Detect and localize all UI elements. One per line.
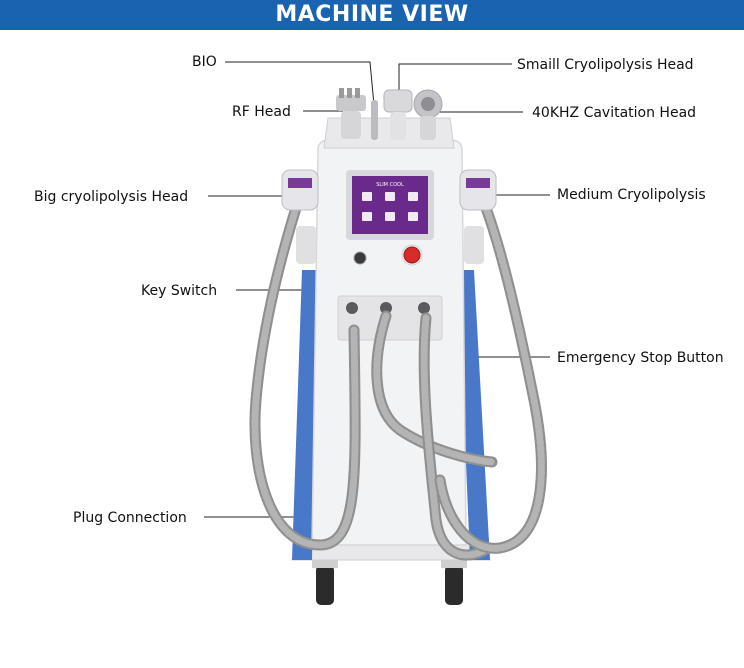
rf-head xyxy=(336,88,366,139)
cavitation-head xyxy=(413,89,443,140)
screen-icons xyxy=(362,192,418,221)
wheels xyxy=(312,560,467,605)
bio-head xyxy=(371,100,378,140)
label-bio: BIO xyxy=(192,54,217,70)
applicator-icon[interactable] xyxy=(385,192,395,201)
applicator-icon[interactable] xyxy=(362,212,372,221)
label-big-cryolipolysis-head: Big cryolipolysis Head xyxy=(34,189,189,205)
plug-socket[interactable] xyxy=(418,302,430,314)
applicator-icon[interactable] xyxy=(362,192,372,201)
label-plug-connection: Plug Connection xyxy=(73,510,187,526)
cable-center-texture xyxy=(420,314,492,559)
emergency-stop-button[interactable] xyxy=(403,246,421,264)
applicator-icon[interactable] xyxy=(408,212,418,221)
header-banner xyxy=(0,0,744,30)
medium-cryo-handpiece xyxy=(459,169,497,211)
big-cryo-handpiece xyxy=(281,169,319,211)
right-holder xyxy=(464,226,484,264)
label-medium-cryolipolysis: Medium Cryolipolysis xyxy=(557,187,706,203)
applicator-icon[interactable] xyxy=(385,212,395,221)
cable-right-texture xyxy=(436,204,545,552)
touch-screen[interactable] xyxy=(352,176,428,234)
label-cavitation-head: 40KHZ Cavitation Head xyxy=(532,105,697,121)
left-holder xyxy=(296,226,316,264)
label-rf-head: RF Head xyxy=(232,104,291,120)
applicator-icon[interactable] xyxy=(408,192,418,201)
right-blue-panel xyxy=(458,270,490,560)
cable-left-texture xyxy=(251,204,359,549)
plug-socket[interactable] xyxy=(380,302,392,314)
page-title: MACHINE VIEW xyxy=(275,2,469,27)
left-blue-panel xyxy=(292,270,318,560)
label-key-switch: Key Switch xyxy=(141,283,218,299)
cable-middle-texture xyxy=(373,312,496,466)
leader-line-small-cryo xyxy=(398,63,512,90)
screen-title: SLIM COOL xyxy=(376,182,404,188)
leader-line-bio xyxy=(225,61,375,106)
label-emergency-stop-button: Emergency Stop Button xyxy=(557,350,724,366)
plug-socket[interactable] xyxy=(346,302,358,314)
key-switch[interactable] xyxy=(353,251,367,265)
emergency-stop-ring xyxy=(401,244,423,266)
label-small-cryolipolysis-head: Smaill Cryolipolysis Head xyxy=(517,57,694,73)
cables xyxy=(249,202,547,561)
small-cryo-head xyxy=(383,89,413,140)
